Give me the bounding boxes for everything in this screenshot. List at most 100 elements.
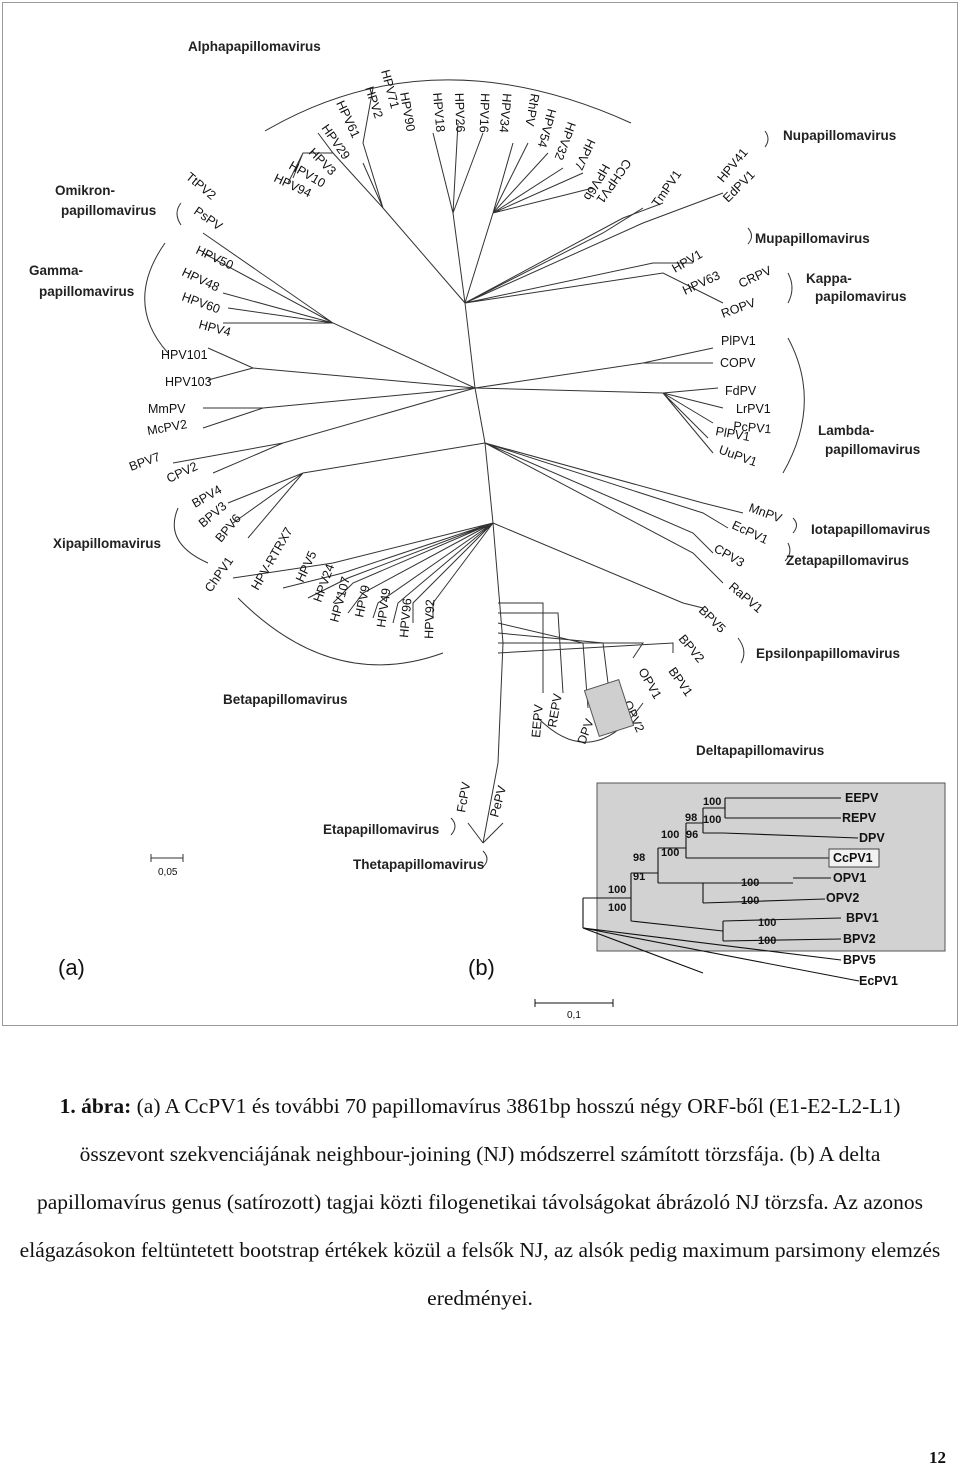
ccpv1-box-b bbox=[828, 848, 880, 868]
taxon-label: OPV1 bbox=[635, 666, 664, 702]
bootstrap-value: 100 bbox=[608, 902, 626, 914]
taxon-label: TtPV2 bbox=[183, 170, 219, 203]
taxon-label: HPV50 bbox=[194, 243, 236, 272]
taxon-label: MmPV bbox=[148, 402, 186, 416]
taxon-label: FdPV bbox=[725, 384, 757, 398]
genus-label: Alphapapillomavirus bbox=[188, 39, 321, 54]
taxon-label: HPV7 bbox=[571, 137, 598, 173]
tree-edges-eta-theta bbox=[467, 822, 504, 844]
taxon-label: BPV5 bbox=[696, 603, 729, 636]
bootstrap-value: 100 bbox=[741, 877, 759, 889]
taxon-label: HPV2 bbox=[362, 85, 385, 120]
taxon-label: PePV bbox=[487, 784, 509, 819]
genus-label: Etapapillomavirus bbox=[323, 822, 439, 837]
taxon-label: HPV90 bbox=[397, 91, 418, 132]
taxon-labels-b: EEPVREPVDPVCcPV1OPV1OPV2BPV1BPV2BPV5EcPV… bbox=[826, 791, 898, 988]
taxon-label: HPV1 bbox=[670, 247, 705, 275]
taxon-label: ROPV bbox=[719, 295, 758, 320]
taxon-label-b: DPV bbox=[859, 831, 885, 845]
bracket-theta bbox=[482, 850, 488, 868]
page-number: 12 bbox=[929, 1448, 946, 1467]
caption-lead: 1. ábra: bbox=[59, 1094, 132, 1118]
figure-caption: 1. ábra: (a) A CcPV1 és további 70 papil… bbox=[18, 1082, 942, 1322]
taxon-label: BPV1 bbox=[666, 665, 696, 699]
bootstrap-value: 100 bbox=[661, 829, 679, 841]
genus-label: papilomavirus bbox=[815, 289, 907, 304]
taxon-label: HPV5 bbox=[293, 549, 320, 585]
bracket-gamma bbox=[144, 242, 169, 354]
bracket-eta bbox=[450, 817, 456, 836]
scale-label-b: 0,1 bbox=[567, 1010, 581, 1021]
caption-text: (a) A CcPV1 és további 70 papillomavírus… bbox=[19, 1094, 941, 1310]
genus-label: Kappa- bbox=[806, 271, 852, 286]
scale-label-a: 0,05 bbox=[158, 867, 178, 878]
tree-edges-alpha bbox=[287, 87, 644, 304]
taxon-label-b: OPV1 bbox=[833, 871, 866, 885]
bootstrap-value: 100 bbox=[703, 814, 721, 826]
bootstrap-value: 100 bbox=[703, 796, 721, 808]
taxon-label: HPV49 bbox=[374, 587, 393, 628]
taxon-label-b: EcPV1 bbox=[859, 974, 898, 988]
taxon-label: HPV16 bbox=[477, 93, 492, 133]
rect-tree bbox=[582, 797, 860, 982]
genus-label: papillomavirus bbox=[825, 442, 920, 457]
taxon-label: HPV101 bbox=[161, 348, 208, 362]
bracket-epsilon bbox=[737, 637, 745, 664]
taxon-label: RhPV bbox=[522, 92, 542, 127]
bracket-beta bbox=[237, 597, 444, 666]
taxon-label: REPV bbox=[545, 692, 565, 729]
taxon-label: RaPV1 bbox=[726, 580, 765, 616]
genus-label: Deltapapillomavirus bbox=[696, 743, 824, 758]
taxon-label: LrPV1 bbox=[736, 402, 771, 416]
taxon-label: PcPV1 bbox=[733, 419, 772, 436]
taxon-label: HPV103 bbox=[165, 375, 212, 389]
genus-label: papillomavirus bbox=[39, 284, 134, 299]
bracket-iota bbox=[792, 517, 797, 534]
taxon-label-b: EEPV bbox=[845, 791, 879, 805]
taxon-label: HPV92 bbox=[422, 599, 437, 639]
taxon-label: HPV18 bbox=[430, 92, 447, 133]
taxon-label: CRPV bbox=[736, 263, 774, 291]
bracket-nu bbox=[764, 130, 769, 148]
taxon-label: HPV26 bbox=[452, 93, 467, 133]
taxon-label: HPV34 bbox=[497, 93, 514, 134]
delta-shaded-box bbox=[596, 782, 946, 952]
taxon-label: HPV32 bbox=[552, 120, 579, 162]
bootstrap-value: 98 bbox=[685, 812, 697, 824]
taxon-label-b: BPV1 bbox=[846, 911, 879, 925]
genus-label: Thetapapillomavirus bbox=[353, 857, 484, 872]
tree-edges-right bbox=[464, 192, 744, 609]
bracket-alpha bbox=[264, 79, 632, 132]
tree-trunk bbox=[464, 302, 504, 844]
taxon-label: MnPV bbox=[747, 501, 784, 526]
panel-label-a: (a) bbox=[58, 955, 85, 980]
taxon-label-b: REPV bbox=[842, 811, 877, 825]
taxon-label: BPV7 bbox=[127, 450, 162, 474]
bootstrap-value: 100 bbox=[741, 895, 759, 907]
taxon-label: COPV bbox=[720, 356, 756, 370]
bootstrap-value: 100 bbox=[758, 935, 776, 947]
taxon-label-b: OPV2 bbox=[826, 891, 859, 905]
genus-label: Zetapapillomavirus bbox=[786, 553, 909, 568]
taxon-label: EcPV1 bbox=[730, 518, 771, 547]
taxon-label: PsPV bbox=[191, 204, 225, 234]
taxon-label: HPV4 bbox=[197, 317, 232, 339]
genus-label: Betapapillomavirus bbox=[223, 692, 348, 707]
taxon-label: BPV2 bbox=[676, 632, 707, 666]
genus-label: Nupapillomavirus bbox=[783, 128, 896, 143]
bracket-lambda bbox=[782, 337, 805, 474]
genus-label: Mupapillomavirus bbox=[755, 231, 870, 246]
bracket-mu bbox=[747, 227, 752, 245]
taxon-label: HPV63 bbox=[680, 268, 722, 297]
bracket-kappa bbox=[787, 272, 793, 304]
tree-edges-delta bbox=[497, 602, 674, 709]
taxon-label: HPV96 bbox=[397, 598, 414, 639]
taxon-label-b: BPV2 bbox=[843, 932, 876, 946]
panel-label-b: (b) bbox=[468, 955, 495, 980]
bootstrap-value: 100 bbox=[661, 847, 679, 859]
bootstrap-value: 100 bbox=[608, 884, 626, 896]
radial-tree bbox=[144, 79, 805, 868]
